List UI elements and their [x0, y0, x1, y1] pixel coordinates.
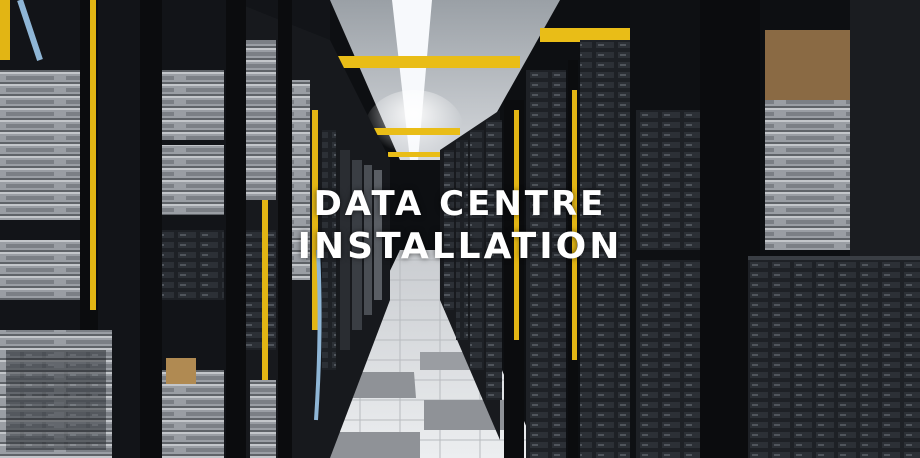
perforated-tile — [316, 432, 420, 458]
ceiling-light — [392, 0, 432, 160]
left-server-racks — [0, 0, 390, 458]
cable-tray — [320, 56, 520, 68]
perforated-tile — [424, 400, 514, 430]
hero-title-line1: DATA CENTRE — [313, 184, 607, 224]
storage-array — [748, 256, 920, 458]
right-server-racks — [440, 0, 920, 458]
cable-tray — [388, 152, 442, 157]
cardboard-box — [765, 30, 855, 100]
cable-tray — [370, 128, 460, 135]
hero-title-line2: INSTALLATION — [297, 226, 623, 267]
